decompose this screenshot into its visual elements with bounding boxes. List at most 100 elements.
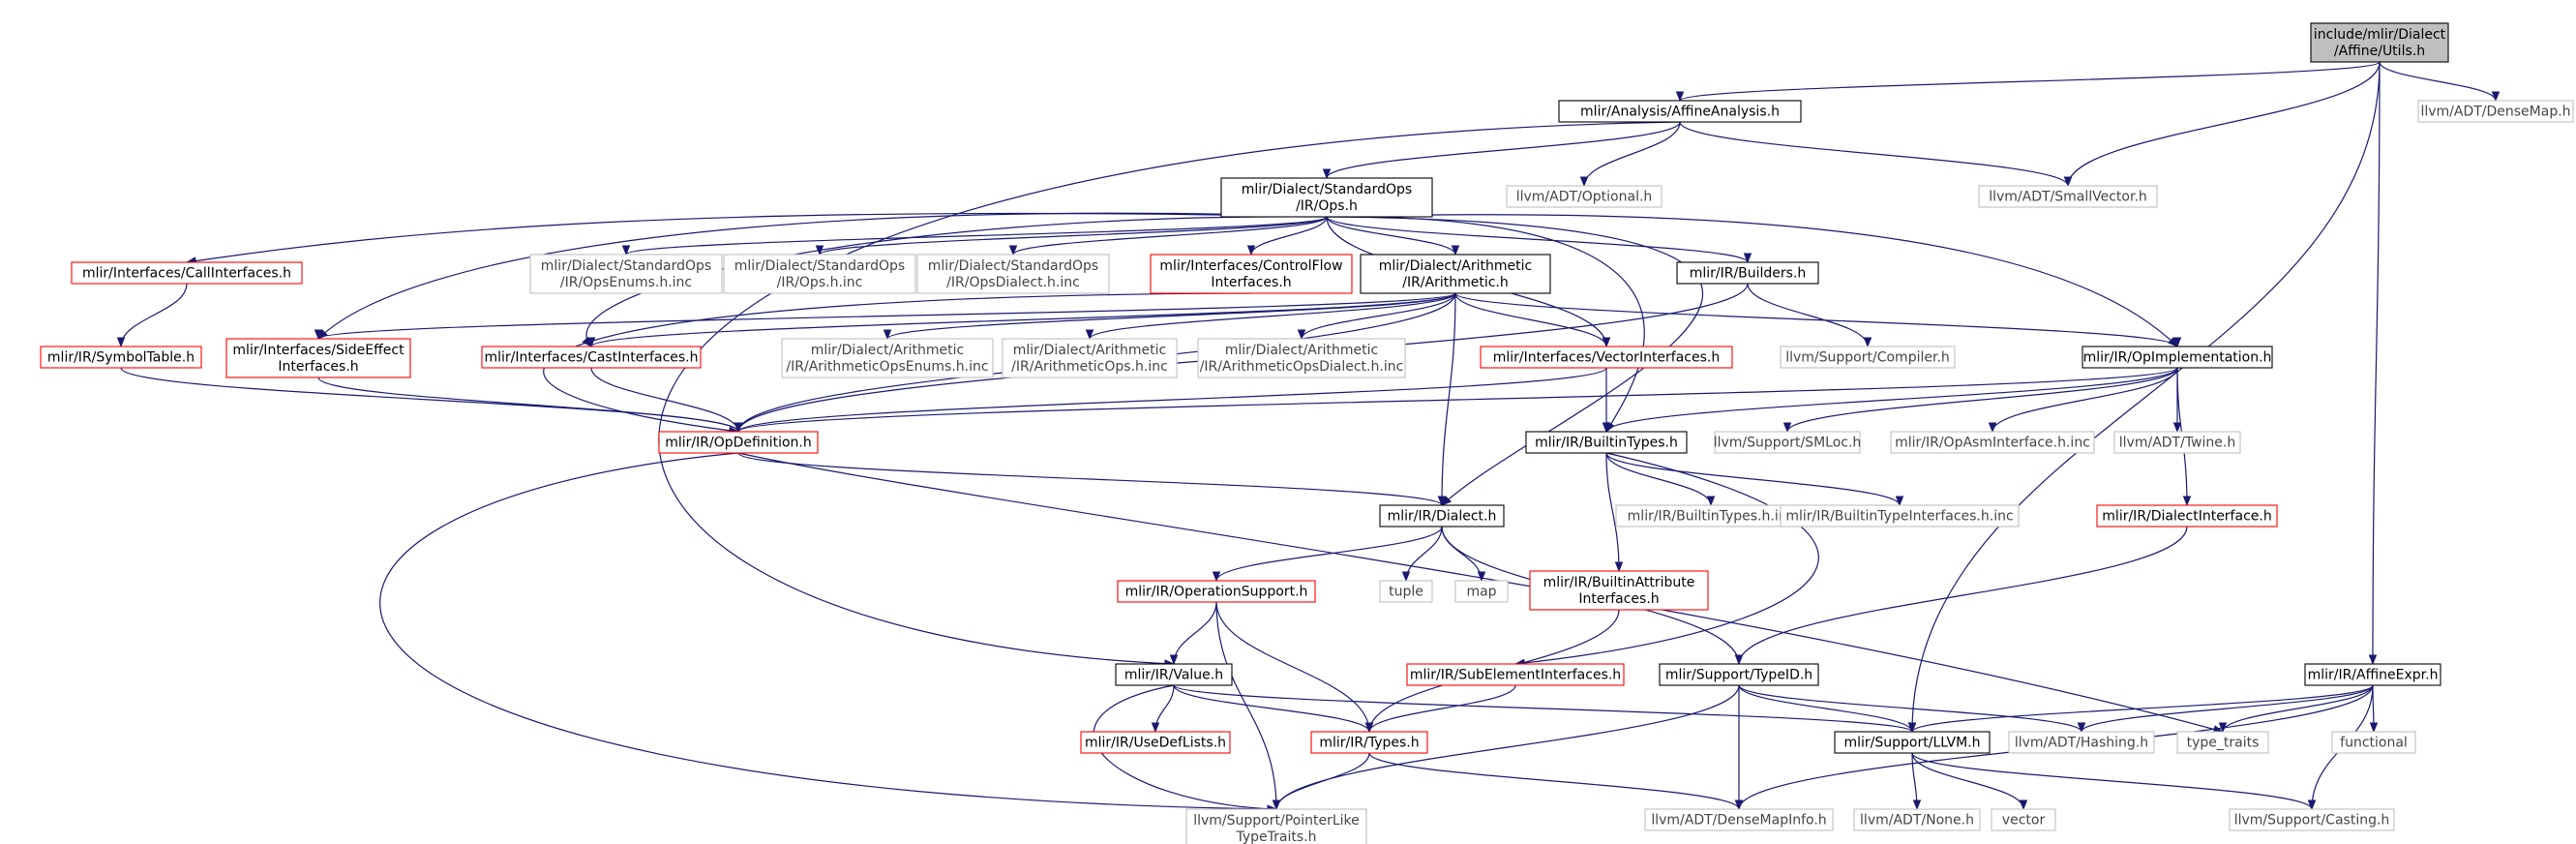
edge-affineanalysis-to-optional (1579, 121, 1681, 188)
node-affineanalysis[interactable]: mlir/Analysis/AffineAnalysis.h (1558, 100, 1802, 123)
node-callinterfaces[interactable]: mlir/Interfaces/CallInterfaces.h (71, 261, 303, 285)
node-builtintypesinc[interactable]: mlir/IR/BuiltinTypes.h.inc (1615, 504, 1807, 528)
edge-stdops-to-opimpl (1326, 214, 2178, 347)
node-arithenums[interactable]: mlir/Dialect/Arithmetic/IR/ArithmeticOps… (781, 338, 994, 378)
node-value[interactable]: mlir/IR/Value.h (1115, 663, 1233, 686)
node-label: mlir/IR/Dialect.h (1388, 509, 1497, 525)
node-label: mlir/Interfaces/CallInterfaces.h (82, 266, 291, 282)
node-typeid[interactable]: mlir/Support/TypeID.h (1659, 663, 1819, 686)
node-arithops[interactable]: mlir/Dialect/Arithmetic/IR/ArithmeticOps… (1002, 338, 1178, 378)
edge-types-to-densemapinfo (1368, 752, 1744, 811)
node-affineexpr[interactable]: mlir/IR/AffineExpr.h (2304, 663, 2441, 686)
node-box (1379, 504, 1505, 528)
node-hashing[interactable]: llvm/ADT/Hashing.h (2008, 731, 2155, 754)
node-label: /IR/ArithmeticOps.h.inc (1011, 359, 1168, 375)
node-box (1197, 338, 1406, 378)
node-opasminterface[interactable]: mlir/IR/OpAsmInterface.h.inc (1890, 431, 2095, 454)
node-box (1360, 254, 1551, 294)
node-subelement[interactable]: mlir/IR/SubElementInterfaces.h (1406, 663, 1625, 686)
node-label: mlir/IR/BuiltinTypes.h.inc (1628, 509, 1795, 525)
node-operationsupport[interactable]: mlir/IR/OperationSupport.h (1117, 580, 1316, 603)
node-label: Interfaces.h (1211, 275, 1291, 290)
node-label: llvm/ADT/Hashing.h (2015, 736, 2148, 751)
node-label: tuple (1389, 585, 1423, 600)
edge-typeid-to-hashing (1738, 684, 2086, 734)
node-box (1780, 346, 1956, 369)
node-opsenums[interactable]: mlir/Dialect/StandardOps/IR/OpsEnums.h.i… (529, 254, 723, 294)
node-box (1220, 177, 1433, 218)
node-box (1991, 808, 2056, 831)
node-label: vector (2002, 813, 2046, 829)
node-functional[interactable]: functional (2331, 731, 2416, 754)
node-types[interactable]: mlir/IR/Types.h (1310, 731, 1428, 754)
node-box (1525, 431, 1688, 454)
edge-symboltable-to-opdefinition (120, 367, 743, 434)
node-smallvector[interactable]: llvm/ADT/SmallVector.h (1978, 185, 2158, 208)
node-label: Interfaces.h (278, 359, 358, 375)
edge-arith-to-arithops (1085, 292, 1456, 341)
node-dialectinterface[interactable]: mlir/IR/DialectInterface.h (2096, 504, 2278, 528)
node-twine[interactable]: llvm/ADT/Twine.h (2113, 431, 2241, 454)
node-opdefinition[interactable]: mlir/IR/OpDefinition.h (658, 431, 819, 454)
node-vector[interactable]: vector (1991, 808, 2056, 831)
edge-affineexpr-to-llvmh (1907, 684, 2374, 734)
node-vectorinterfaces[interactable]: mlir/Interfaces/VectorInterfaces.h (1480, 346, 1733, 369)
node-label: mlir/IR/BuiltinTypeInterfaces.h.inc (1785, 509, 2013, 525)
node-label: llvm/Support/Compiler.h (1785, 350, 1950, 366)
node-opsdialect[interactable]: mlir/Dialect/StandardOps/IR/OpsDialect.h… (916, 254, 1110, 294)
node-symboltable[interactable]: mlir/IR/SymbolTable.h (40, 346, 202, 369)
node-label: mlir/IR/OperationSupport.h (1125, 585, 1308, 600)
edge-arith-to-arithenums (883, 292, 1456, 341)
node-box (2176, 731, 2269, 754)
node-label: mlir/Support/TypeID.h (1665, 668, 1812, 683)
node-label: mlir/Analysis/AffineAnalysis.h (1580, 105, 1780, 120)
node-opsinc[interactable]: mlir/Dialect/StandardOps/IR/Ops.h.inc (723, 254, 916, 294)
node-label: /IR/OpsEnums.h.inc (560, 275, 692, 290)
edge-value-to-types (1173, 684, 1374, 734)
node-opimpl[interactable]: mlir/IR/OpImplementation.h (2082, 346, 2273, 369)
edge-llvmh-to-casting (1911, 752, 2317, 811)
edge-stdops-to-builders (1326, 216, 1752, 264)
node-arithdialect[interactable]: mlir/Dialect/Arithmetic/IR/ArithmeticOps… (1197, 338, 1406, 378)
node-stdops[interactable]: mlir/Dialect/StandardOps/IR/Ops.h (1220, 177, 1433, 218)
node-casting[interactable]: llvm/Support/Casting.h (2229, 808, 2395, 831)
node-label: mlir/IR/OpAsmInterface.h.inc (1895, 436, 2090, 451)
edge-stdops-to-sideeffect (317, 212, 1328, 340)
node-label: mlir/IR/OpDefinition.h (665, 436, 811, 451)
node-densemap[interactable]: llvm/ADT/DenseMap.h (2417, 100, 2574, 123)
edge-stdops-to-builtintypes (1326, 216, 1645, 433)
node-castinterfaces[interactable]: mlir/Interfaces/CastInterfaces.h (481, 346, 702, 369)
node-tuple[interactable]: tuple (1379, 580, 1433, 603)
node-map[interactable]: map (1454, 580, 1509, 603)
edge-subelement-to-types (1364, 684, 1516, 734)
edge-operationsupport-to-value (1169, 601, 1217, 666)
node-label: mlir/Interfaces/ControlFlow (1159, 258, 1342, 274)
node-label: mlir/Dialect/Arithmetic (1013, 343, 1166, 358)
node-box (529, 254, 723, 294)
node-builtintypes[interactable]: mlir/IR/BuiltinTypes.h (1525, 431, 1688, 454)
node-typetraits[interactable]: type_traits (2176, 731, 2269, 754)
node-box (1834, 731, 1991, 754)
node-box (1117, 580, 1316, 603)
node-densemapinfo[interactable]: llvm/ADT/DenseMapInfo.h (1644, 808, 1834, 831)
node-box (1529, 570, 1709, 611)
node-arith[interactable]: mlir/Dialect/Arithmetic/IR/Arithmetic.h (1360, 254, 1551, 294)
node-smloc[interactable]: llvm/Support/SMLoc.h (1714, 431, 1862, 454)
node-llvmh[interactable]: mlir/Support/LLVM.h (1834, 731, 1991, 754)
node-optional[interactable]: llvm/ADT/Optional.h (1506, 185, 1662, 208)
node-compiler[interactable]: llvm/Support/Compiler.h (1780, 346, 1956, 369)
node-usedeflists[interactable]: mlir/IR/UseDefLists.h (1080, 731, 1231, 754)
node-box (2096, 504, 2278, 528)
node-builders[interactable]: mlir/IR/Builders.h (1676, 261, 1819, 285)
node-label: mlir/IR/SubElementInterfaces.h (1410, 668, 1621, 683)
node-box (1978, 185, 2158, 208)
node-builtintypeinterfaces[interactable]: mlir/IR/BuiltinTypeInterfaces.h.inc (1780, 504, 2020, 528)
node-noneh[interactable]: llvm/ADT/None.h (1853, 808, 1981, 831)
edge-affineanalysis-to-smallvector (1679, 121, 2073, 188)
node-label: llvm/ADT/DenseMap.h (2420, 105, 2570, 120)
node-dialect[interactable]: mlir/IR/Dialect.h (1379, 504, 1505, 528)
